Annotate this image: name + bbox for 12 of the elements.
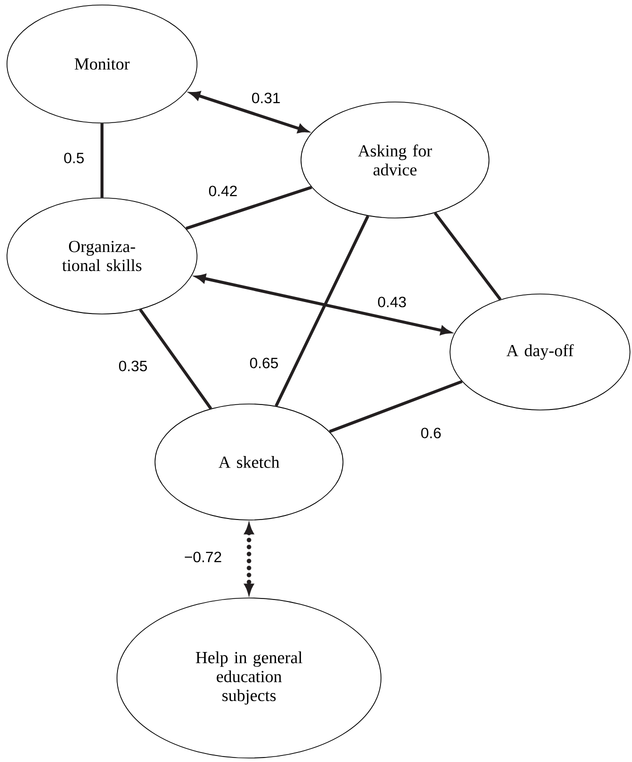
edge-label: 0.5 [64, 152, 84, 164]
ellipse-node: A sketch [154, 404, 344, 520]
edge-label: 0.6 [421, 428, 441, 438]
edge-label: 0.42 [209, 186, 237, 196]
ellipse-node: Organiza- tional skills [6, 198, 198, 314]
ellipse-node: Help in general education subjects [116, 598, 382, 758]
edge-label: 0.65 [250, 358, 278, 368]
ellipse-node: Asking for advice [300, 102, 490, 218]
edge-label: −0.72 [184, 552, 222, 562]
ellipse-node: Monitor [6, 4, 198, 124]
ellipse-node: A day-off [450, 294, 630, 410]
edge-label: 0.35 [119, 360, 147, 372]
